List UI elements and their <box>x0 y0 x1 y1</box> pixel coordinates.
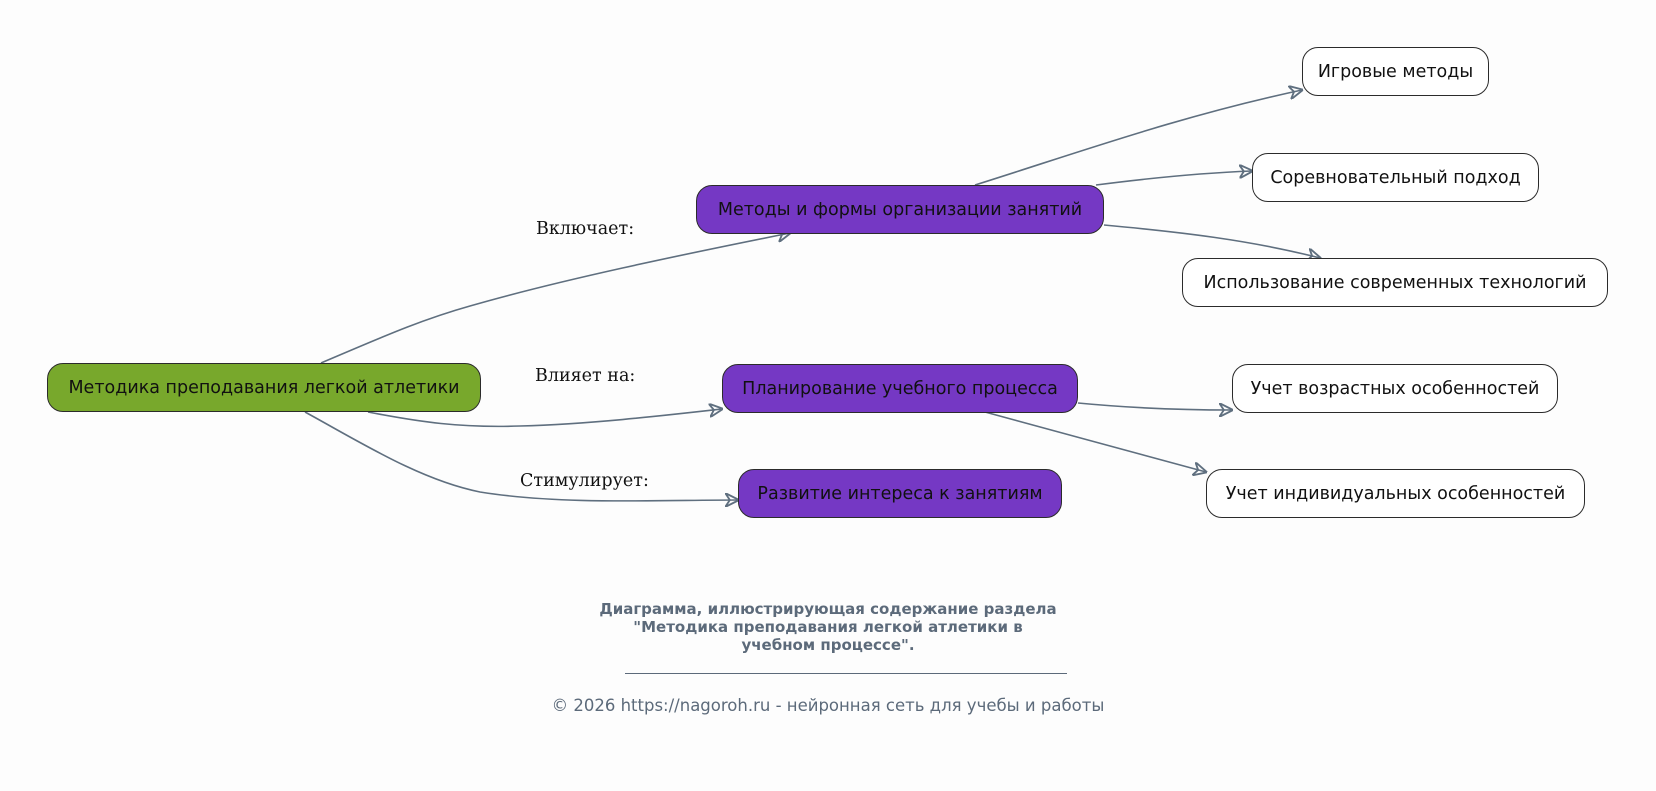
node-modern-tech-label: Использование современных технологий <box>1203 272 1587 293</box>
node-interest-label: Развитие интереса к занятиям <box>757 483 1043 504</box>
node-modern-tech[interactable]: Использование современных технологий <box>1182 258 1608 307</box>
caption-line-3: учебном процессе". <box>741 636 915 654</box>
caption-line-1: Диаграмма, иллюстрирующая содержание раз… <box>599 600 1057 618</box>
node-methods[interactable]: Методы и формы организации занятий <box>696 185 1104 234</box>
node-root-label: Методика преподавания легкой атлетики <box>68 377 460 398</box>
diagram-caption: Диаграмма, иллюстрирующая содержание раз… <box>0 600 1656 654</box>
node-interest[interactable]: Развитие интереса к занятиям <box>738 469 1062 518</box>
node-age-features[interactable]: Учет возрастных особенностей <box>1232 364 1558 413</box>
node-individual-features-label: Учет индивидуальных особенностей <box>1225 483 1566 504</box>
edge-methods-tech <box>1103 224 1320 258</box>
edge-planning-individual <box>984 411 1206 472</box>
edge-methods-competitive <box>1095 171 1252 186</box>
node-planning[interactable]: Планирование учебного процесса <box>722 364 1078 413</box>
footer-link[interactable]: https://nagoroh.ru <box>620 696 771 715</box>
edge-label-includes: Включает: <box>536 219 635 239</box>
node-age-features-label: Учет возрастных особенностей <box>1250 378 1540 399</box>
edge-label-stimulates: Стимулирует: <box>520 471 649 491</box>
node-game-methods-label: Игровые методы <box>1317 61 1474 82</box>
footer: © 2026 https://nagoroh.ru - нейронная се… <box>0 696 1656 715</box>
edge-planning-age <box>1077 402 1232 410</box>
node-root[interactable]: Методика преподавания легкой атлетики <box>47 363 481 412</box>
edge-methods-game <box>974 90 1302 186</box>
edge-label-affects: Влияет на: <box>535 366 636 386</box>
node-individual-features[interactable]: Учет индивидуальных особенностей <box>1206 469 1585 518</box>
node-competitive[interactable]: Соревновательный подход <box>1252 153 1539 202</box>
node-competitive-label: Соревновательный подход <box>1270 167 1521 188</box>
footer-tagline: - нейронная сеть для учебы и работы <box>770 696 1105 715</box>
footer-copyright: © 2026 <box>551 696 621 715</box>
node-game-methods[interactable]: Игровые методы <box>1302 47 1489 96</box>
caption-line-2: "Методика преподавания легкой атлетики в <box>633 618 1023 636</box>
caption-divider <box>625 673 1067 674</box>
node-planning-label: Планирование учебного процесса <box>742 378 1058 399</box>
edge-root-methods <box>320 233 790 364</box>
edge-root-planning <box>367 409 722 428</box>
edge-root-interest <box>304 411 738 501</box>
node-methods-label: Методы и формы организации занятий <box>717 199 1083 220</box>
